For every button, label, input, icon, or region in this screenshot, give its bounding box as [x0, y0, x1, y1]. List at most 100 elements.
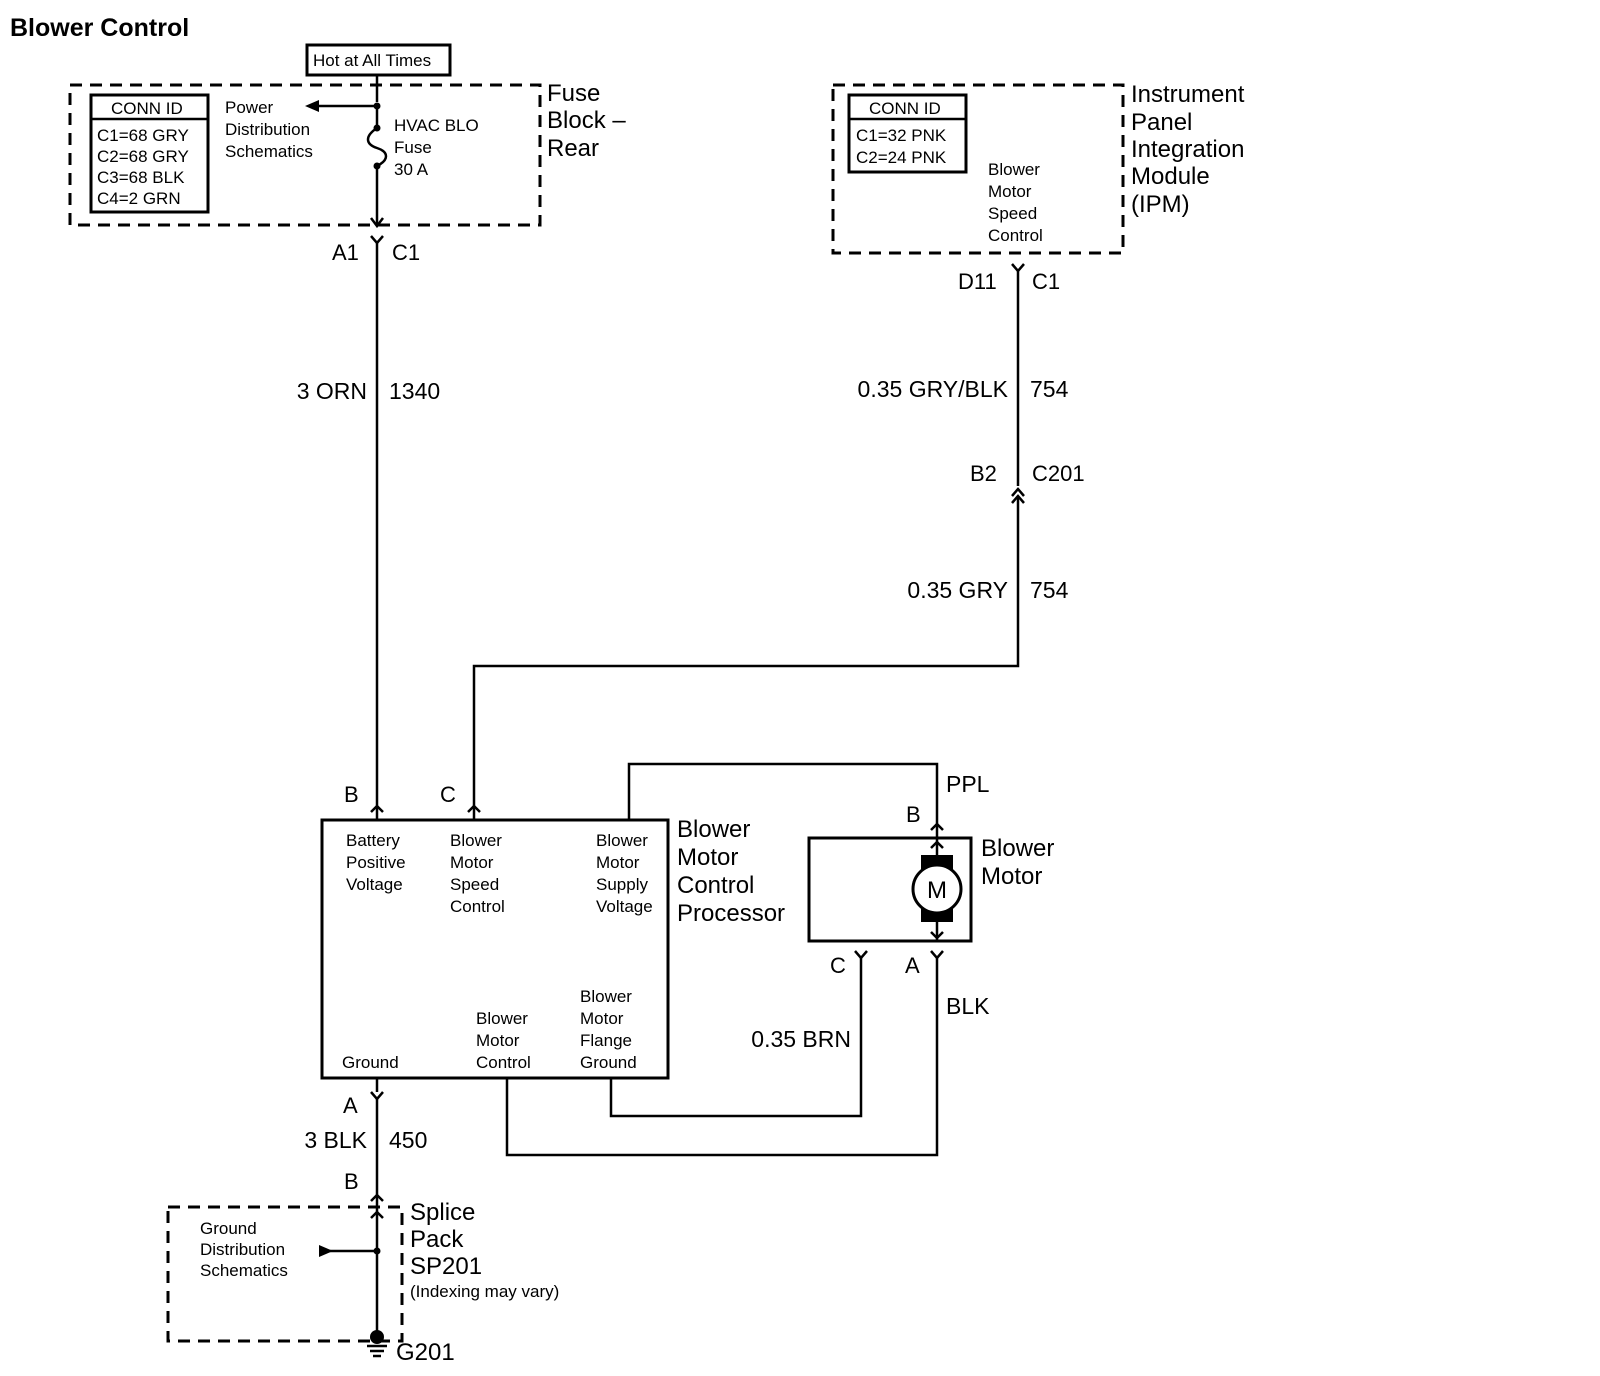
ipm-name: Panel: [1131, 109, 1192, 136]
pin-function-label: Blower: [596, 831, 648, 850]
wire-color: 0.35 GRY: [907, 577, 1008, 603]
splice-pack-note: (Indexing may vary): [410, 1282, 559, 1301]
blower-motor-name: Motor: [981, 863, 1042, 890]
fuse-icon: [366, 126, 388, 168]
ipm-conn-id-table: CONN ID C1=32 PNK C2=24 PNK: [847, 93, 968, 174]
pin-function-label: Voltage: [346, 875, 403, 894]
pin-function-label: Positive: [346, 853, 406, 872]
blower-motor-name: Blower: [981, 835, 1054, 862]
connector-female-icon: [930, 950, 944, 960]
pin-label: B: [344, 782, 359, 807]
pin-function-label: Battery: [346, 831, 400, 850]
processor-name: Processor: [677, 900, 785, 927]
conn-id-row: C4=2 GRN: [97, 189, 181, 208]
pin-label: B: [344, 1169, 359, 1194]
ipm-function-label: Motor: [988, 182, 1032, 201]
circuit-number: 1340: [389, 378, 440, 404]
ipm-name: (IPM): [1131, 191, 1190, 218]
processor-outline: [320, 818, 670, 1080]
pin-label: B2: [970, 461, 997, 486]
pin-label: C: [830, 953, 846, 978]
ipm-name: Module: [1131, 163, 1210, 190]
wire-450: 3 BLK 450: [304, 1099, 427, 1196]
conn-id-row: C1=68 GRY: [97, 126, 189, 145]
pin-function-label: Control: [450, 897, 505, 916]
pin-function-label: Speed: [450, 875, 499, 894]
connector-processor-ground: A: [343, 1078, 384, 1118]
hot-at-all-times-box: [305, 43, 452, 77]
pin-function-label: Voltage: [596, 897, 653, 916]
pin-function-label: Motor: [450, 853, 494, 872]
wire-color: 0.35 BRN: [751, 1026, 851, 1052]
processor-name: Motor: [677, 844, 738, 871]
conn-id-header: CONN ID: [111, 99, 183, 118]
processor-name: Control: [677, 872, 754, 899]
fuse-label: 30 A: [394, 160, 429, 179]
arrow-right-icon: [319, 1245, 333, 1257]
wire-brn: 0.35 BRN: [609, 958, 863, 1118]
pin-label: A1: [332, 240, 359, 265]
connector-fuse-block-c1: A1 C1: [332, 235, 420, 265]
ipm-outline: [831, 83, 1125, 255]
pin-function-label: Blower: [476, 1009, 528, 1028]
arrow-down-icon: [930, 931, 944, 940]
fuse-block-name: Rear: [547, 135, 599, 162]
diagram-title: Blower Control: [10, 14, 189, 42]
splice-pack-name: Pack: [410, 1226, 464, 1253]
connector-female-icon: [854, 950, 868, 960]
wire-754-lower: 0.35 GRY 754: [472, 496, 1069, 808]
arrow-up-icon: [930, 840, 944, 849]
arrow-down-icon: [370, 217, 384, 229]
ground-distribution-ref: Schematics: [200, 1261, 288, 1280]
instrument-panel-integration-module: CONN ID C1=32 PNK C2=24 PNK Blower Motor…: [831, 81, 1245, 255]
fuse-block-outline: [68, 83, 542, 227]
arrow-left-icon: [305, 100, 319, 112]
pin-label: A: [905, 953, 920, 978]
wire-color: PPL: [946, 771, 990, 797]
connector-female-icon: [370, 235, 384, 245]
fuse-block-conn-id-table: CONN ID C1=68 GRY C2=68 GRY C3=68 BLK C4…: [89, 93, 210, 214]
connector-label: C1: [392, 240, 420, 265]
pin-label: D11: [958, 269, 997, 294]
arrow-up-icon: [370, 1210, 384, 1219]
splice-pack-name: Splice: [410, 1199, 475, 1226]
conn-id-row: C1=32 PNK: [856, 126, 947, 145]
connector-label: C201: [1032, 461, 1085, 486]
fuse-label: Fuse: [394, 138, 432, 157]
ipm-name: Integration: [1131, 136, 1244, 163]
wire-blk: BLK: [505, 958, 990, 1157]
connector-ipm-c1: D11 C1: [958, 263, 1060, 294]
pin-function-label: Blower: [450, 831, 502, 850]
pin-function-label: Supply: [596, 875, 648, 894]
hot-at-all-times-label: Hot at All Times: [313, 51, 431, 70]
power-distribution-ref: Distribution: [225, 120, 310, 139]
fuse-block-name: Fuse: [547, 80, 600, 107]
conn-id-row: C2=68 GRY: [97, 147, 189, 166]
processor-name: Blower: [677, 816, 750, 843]
power-distribution-ref: Schematics: [225, 142, 313, 161]
wire-color: 0.35 GRY/BLK: [858, 376, 1009, 402]
wire-color: 3 ORN: [297, 378, 367, 404]
blower-motor-outline: [807, 836, 973, 943]
pin-function-label: Motor: [596, 853, 640, 872]
ground-g201: G201: [367, 1330, 455, 1366]
pin-function-label: Ground: [580, 1053, 637, 1072]
power-distribution-ref: Power: [225, 98, 274, 117]
conn-id-row: C3=68 BLK: [97, 168, 185, 187]
splice-pack-name: SP201: [410, 1253, 482, 1280]
blower-motor-control-processor: B C Battery Positive Voltage Blower Moto…: [320, 782, 785, 1080]
splice-pack-outline: [166, 1205, 404, 1343]
pin-function-label: Ground: [342, 1053, 399, 1072]
fuse-block-rear: Hot at All Times CONN ID C1=68 GRY C2=68…: [68, 43, 626, 229]
pin-label: B: [906, 802, 921, 827]
ground-distribution-ref: Distribution: [200, 1240, 285, 1259]
wire-1340: 3 ORN 1340: [297, 243, 440, 808]
pin-label: C: [440, 782, 456, 807]
fuse-block-name: Block –: [547, 107, 626, 134]
connector-female-icon: [370, 1091, 384, 1101]
splice-pack-sp201: B Ground Distribution Schematics Splice …: [166, 1169, 559, 1343]
ipm-function-label: Blower: [988, 160, 1040, 179]
ground-terminal-icon: [370, 1330, 384, 1344]
ipm-function-label: Control: [988, 226, 1043, 245]
